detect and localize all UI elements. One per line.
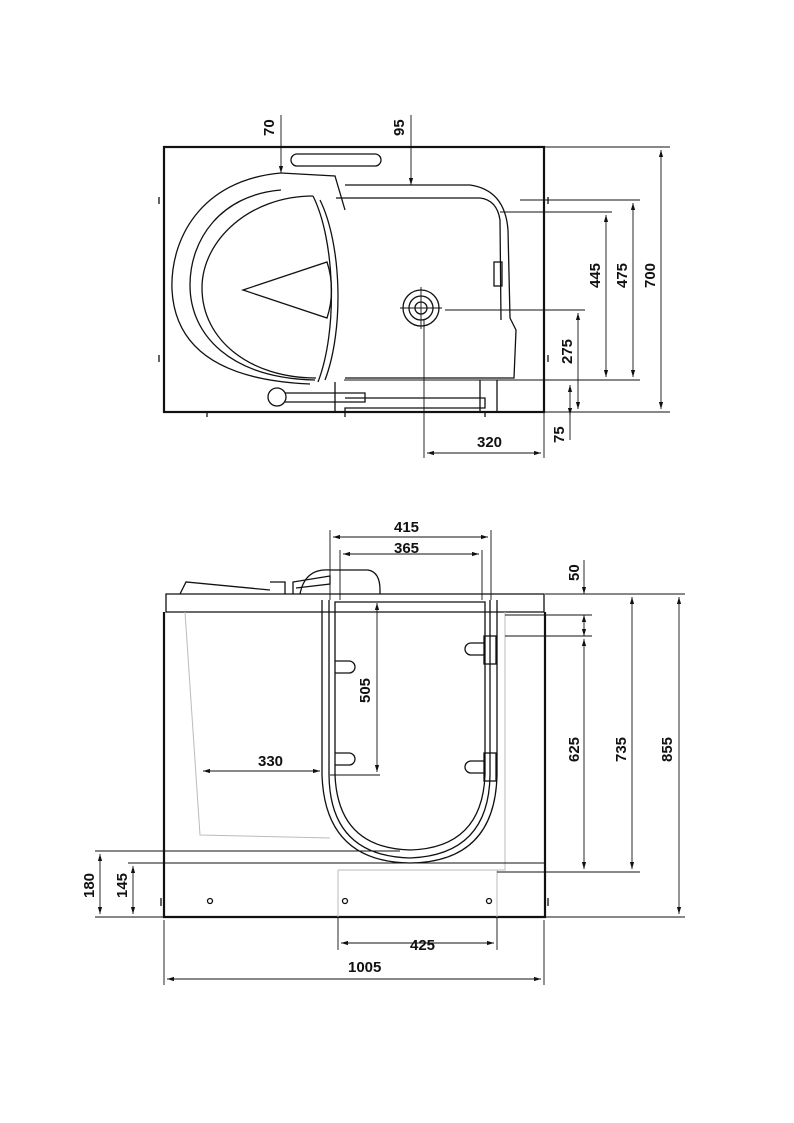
dim-415: 415 <box>394 519 419 536</box>
dim-330: 330 <box>258 753 283 770</box>
dim-855: 855 <box>659 737 676 762</box>
dim-445: 445 <box>587 263 604 288</box>
dim-75: 75 <box>551 426 568 443</box>
dim-625: 625 <box>566 737 583 762</box>
dim-700: 700 <box>642 263 659 288</box>
tub-body <box>162 612 547 919</box>
hinge <box>483 635 497 665</box>
latch <box>493 261 503 287</box>
dim-275: 275 <box>559 339 576 364</box>
dim-365: 365 <box>394 540 419 557</box>
dim-180: 180 <box>81 873 98 898</box>
dim-50: 50 <box>566 564 583 581</box>
seat-triangle <box>240 261 333 319</box>
top-view: 70 95 445 475 700 275 75 320 <box>158 115 670 458</box>
handle-right <box>464 642 484 774</box>
dim-320: 320 <box>477 434 502 451</box>
dim-735: 735 <box>613 737 630 762</box>
handle-slot <box>290 153 382 167</box>
handle-left <box>335 660 356 766</box>
front-view: 415 365 50 505 330 625 735 855 180 145 4… <box>81 519 685 985</box>
tub-rim <box>165 593 545 613</box>
door-inner <box>334 601 486 851</box>
faucet <box>179 569 381 595</box>
lever-knob <box>267 387 287 407</box>
hinge <box>483 752 497 782</box>
dim-425: 425 <box>410 937 435 954</box>
dim-1005: 1005 <box>348 959 381 976</box>
door-arc <box>201 195 317 379</box>
tub-outline-top <box>162 145 546 414</box>
dim-70: 70 <box>261 119 278 136</box>
dim-475: 475 <box>614 263 631 288</box>
door-frame <box>280 172 517 379</box>
outer-rim <box>171 172 311 385</box>
dim-505: 505 <box>357 678 374 703</box>
dim-95: 95 <box>391 119 408 136</box>
hidden-lines <box>184 611 506 917</box>
dim-145: 145 <box>114 873 131 898</box>
